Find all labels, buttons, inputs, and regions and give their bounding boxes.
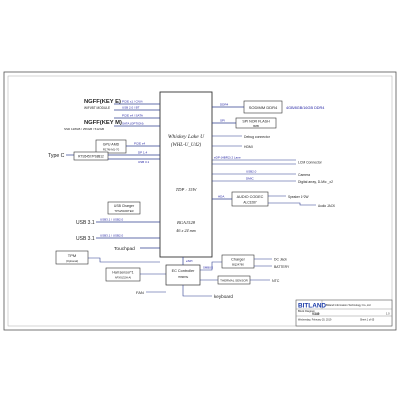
- bus-line: [200, 261, 222, 271]
- keyboard-label: keyboard: [214, 294, 233, 299]
- ngff-key-m-sub: SSD 128GB / 256GB / 512GB: [64, 127, 104, 131]
- sodimm-label: SODIMM DDR4: [249, 105, 278, 110]
- tpm-sub: (Optional): [66, 259, 78, 263]
- tpm-label: TPM: [68, 253, 76, 258]
- company-logo: BITLAND: [298, 303, 326, 310]
- typec-chip-label: RTS5457/PS8812: [78, 155, 104, 159]
- usb-charger-sub: TPS2546RTER: [114, 209, 133, 213]
- sheet-frame: [3, 71, 397, 331]
- diagram-title: Block Diagram: [298, 309, 315, 313]
- fan-label: FAN: [136, 290, 144, 295]
- charger-block: [221, 254, 255, 269]
- hall-sensor-label: Hall sensor*1: [112, 271, 133, 275]
- cpu-dimensions: 46 x 24 mm: [176, 228, 195, 233]
- ngff-key-e-sub: WIFI/BT MODULE: [84, 106, 110, 110]
- touchpad-label: Touchpad: [114, 246, 135, 252]
- gpu-label: GPU AMD: [103, 143, 120, 147]
- usb-charger-block: [107, 201, 141, 215]
- hall-sensor-sub: APX9132H-AI: [115, 276, 131, 280]
- bus-label-pcie-gpu: PCIE x4: [134, 142, 145, 146]
- usb-charger-label: USB Charger: [114, 204, 135, 208]
- bus-label-pcie-wifi: PCIE x1 / CNVi: [122, 100, 143, 104]
- bus-label-dmic: DMIC: [246, 177, 254, 181]
- dc-jack-label: DC Jack: [274, 258, 287, 262]
- cpu-sub: (WHL-U_U42): [171, 143, 202, 148]
- hall-sensor-block: [105, 267, 141, 282]
- usb31-port-1-label: USB 3.1: [76, 220, 95, 226]
- bus-label-edp: eDP (HBR2) 2 Lane: [214, 156, 241, 160]
- gpu-block: [95, 139, 127, 154]
- camera-label: Camera: [298, 173, 310, 177]
- bus-line: [268, 202, 316, 206]
- tpm-block: [55, 250, 89, 265]
- ngff-key-e-label: NGFF(KEY E): [84, 99, 121, 105]
- bus-line: [182, 285, 212, 297]
- bus-label-sata-ssd: SATA (OPTION): [122, 122, 144, 126]
- ec-controller-label: EC Controller: [172, 269, 196, 273]
- bus-label-espi: eSPI: [186, 259, 193, 263]
- usb31-port-2-label: USB 3.1: [76, 236, 95, 242]
- bus-label-dp-typec: DP 1.4: [138, 151, 147, 155]
- date-label: Wednesday, February 20, 2019: [298, 319, 332, 322]
- hdmi-label: HDMI: [244, 145, 253, 149]
- bus-label-ddr4: DDR4: [220, 103, 228, 107]
- spi-flash-sub: 8MB: [253, 124, 259, 128]
- bus-line: [88, 257, 160, 263]
- model-number: V349: [312, 312, 320, 316]
- audio-jack-label: Audio JACK: [318, 204, 336, 208]
- sheet-inner-frame: [7, 75, 393, 327]
- bus-label-smbus-charger: SMBUS: [203, 266, 213, 270]
- typec-label: Type C: [48, 153, 65, 159]
- debug-connector-label: Debug connector: [244, 135, 271, 139]
- ec-controller-sub: IT8987E: [178, 275, 189, 279]
- ntc-label: NTC: [272, 279, 280, 283]
- cpu-block: [159, 91, 213, 258]
- thermal-sensor-label: THERMAL SENSOR: [220, 279, 249, 283]
- bus-label-usb31-2: USB3.1 / USB2.0: [100, 234, 124, 238]
- title-block: [295, 299, 393, 327]
- revision-label: 1.0: [386, 312, 390, 316]
- cpu-package: BGA1528: [177, 220, 196, 225]
- typec-mux-chip: [73, 151, 109, 161]
- company-name: Bitland Information Technology Co.,Ltd: [326, 303, 371, 307]
- speaker-label: Speaker 1*2W: [288, 195, 309, 199]
- bus-label-usb-camera: USB2.0: [246, 170, 257, 174]
- sodimm-note: 4GB/8GB/16GB DDR4: [286, 106, 324, 110]
- cpu-name: Whiskey Lake U: [168, 134, 205, 140]
- battery-label: BATTERY: [274, 265, 290, 269]
- charger-label: Charger: [231, 258, 245, 262]
- bus-label-spi: SPI: [220, 119, 225, 123]
- audio-codec-sub: ALC3287: [243, 201, 257, 205]
- bus-label-usb-bt: USB 2.0 / BT: [122, 106, 140, 110]
- bus-label-usb31-1: USB3.1 / USB2.0: [100, 218, 124, 222]
- audio-codec-label: AUDIO CODEC: [237, 195, 264, 199]
- bus-label-hda: HDA: [218, 195, 224, 199]
- dmic-label: Digital array, D-Mic _x2: [298, 180, 333, 184]
- charger-sub: BQ24780: [232, 263, 244, 267]
- sheet-label: Sheet 1 of 65: [360, 319, 375, 322]
- bus-label-usb31-typec: USB 3.1: [138, 160, 150, 164]
- bus-label-pcie-ssd: PCIE x4 / SATA: [122, 114, 143, 118]
- ngff-key-m-label: NGFF(KEY M): [84, 120, 122, 126]
- cpu-tdp: TDP : 15W: [176, 187, 198, 192]
- lcm-connector-label: LCM Connector: [298, 161, 323, 165]
- spi-flash-label: SPI NOR FLASH: [242, 120, 270, 124]
- gpu-sub: R17M-M1-70: [103, 148, 120, 152]
